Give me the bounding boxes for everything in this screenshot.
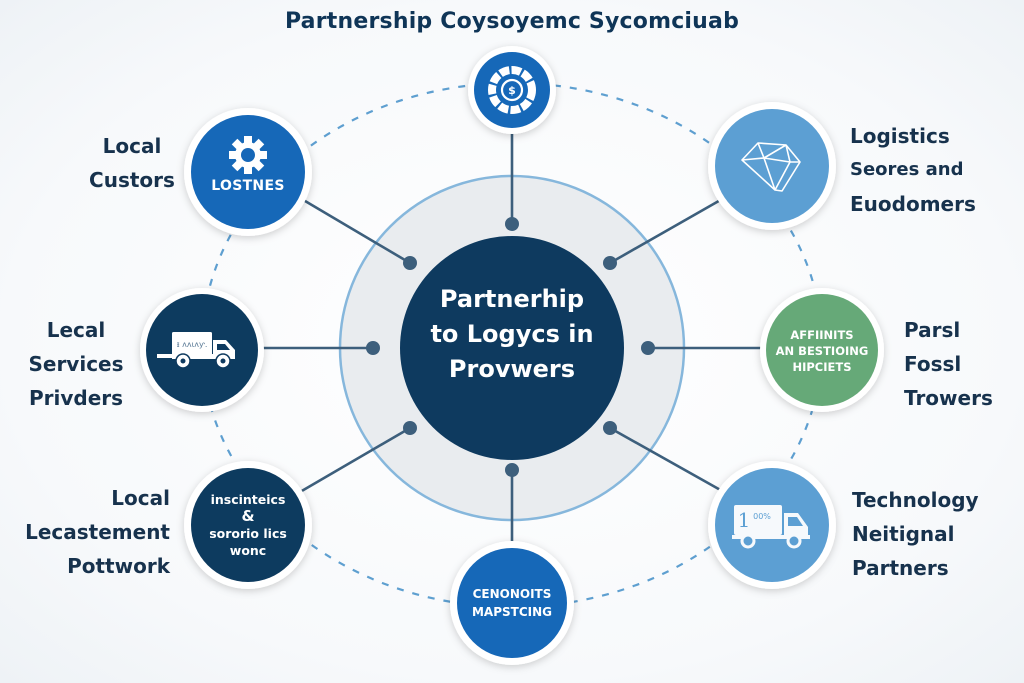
connector-bottom-right: [609, 426, 725, 494]
label-line: Services: [28, 352, 124, 376]
label-line: Trowers: [904, 386, 993, 410]
label-line: Technology: [852, 488, 979, 512]
label-line: Custors: [89, 168, 175, 192]
node-top-right[interactable]: [708, 102, 836, 230]
gear-icon: [229, 136, 267, 174]
connector-dot-left: [366, 341, 380, 355]
polyhedron-icon: [741, 142, 801, 192]
svg-text:$: $: [508, 84, 516, 97]
node-top-left-inner-text: LOSTNES: [198, 178, 298, 194]
hub-label-line: Provwers: [448, 355, 576, 383]
inner-text-line: LOSTNES: [211, 178, 285, 194]
connector-dot-right: [641, 341, 655, 355]
label-line: Logistics: [850, 124, 950, 148]
connector-lines: [260, 126, 762, 560]
label-bottom-left: Local Lecastement Pottwork: [0, 481, 170, 583]
inner-text-line: CENONOITS: [472, 587, 552, 601]
label-line: Local: [111, 486, 170, 510]
inner-text-line: HIPCIETS: [792, 360, 852, 374]
label-left: Lecal Services Privders: [22, 313, 130, 415]
connector-dot-top: [505, 217, 519, 231]
hub-label: Partnerhip to Logycs in Provwers: [400, 282, 624, 387]
label-line: Seores and: [850, 159, 964, 180]
inner-text-line: wonc: [229, 543, 267, 558]
page-title: Partnership Coysoyemc Sycomciuab: [284, 9, 740, 34]
label-line: Lecastement: [25, 520, 170, 544]
label-line: Pottwork: [67, 554, 170, 578]
inner-text-line: AN BESTIOING: [775, 344, 869, 358]
label-line: Euodomers: [850, 192, 976, 216]
label-line: Local: [102, 134, 162, 158]
node-bottom-left-inner-text: inscinteics & sororio lics wonc: [196, 491, 300, 559]
hub-label-line: Partnerhip: [439, 285, 585, 313]
inner-text-line: AFFIINITS: [790, 328, 854, 342]
inner-text-line: MAPSTCING: [471, 605, 552, 619]
truck-big-number: 1: [738, 508, 751, 532]
dollar-chip-icon: $: [488, 66, 536, 114]
inner-text-line: inscinteics: [210, 492, 286, 507]
connector-dot-top-right: [603, 256, 617, 270]
label-top-left: Local Custors: [80, 129, 184, 197]
node-bottom[interactable]: [450, 541, 574, 665]
label-line: Fossl: [904, 352, 962, 376]
label-line: Neitignal: [852, 522, 955, 546]
delivery-truck-icon: ᵻ ʌʌɩʌƴ.: [157, 332, 235, 369]
connector-bottom-left: [299, 426, 411, 494]
label-bottom-right: Technology Neitignal Partners: [852, 483, 979, 585]
connector-dot-bottom-left: [403, 421, 417, 435]
label-line: Privders: [28, 386, 124, 410]
hub-label-line: to Logycs in: [430, 320, 594, 348]
label-line: Partners: [852, 556, 949, 580]
connector-top-left: [299, 196, 411, 265]
inner-text-line: sororio lics: [209, 526, 287, 541]
connector-top-right: [609, 196, 725, 265]
truck-percent-text: 00%: [753, 512, 771, 521]
delivery-truck-icon: 1 00%: [732, 505, 810, 549]
connector-dot-bottom: [505, 463, 519, 477]
node-right[interactable]: [760, 288, 884, 412]
label-line: Parsl: [904, 318, 961, 342]
connector-dot-top-left: [403, 256, 417, 270]
inner-text-line: &: [241, 507, 255, 525]
label-top-right: Logistics Seores and Euodomers: [850, 119, 976, 221]
node-bottom-inner-text: CENONOITS MAPSTCING: [462, 585, 562, 621]
truck-side-text: ᵻ ʌʌɩʌƴ.: [177, 340, 208, 349]
label-right: Parsl Fossl Trowers: [904, 313, 993, 415]
node-bottom-left[interactable]: [184, 461, 312, 589]
connector-dot-bottom-right: [603, 421, 617, 435]
label-line: Lecal: [46, 318, 106, 342]
node-right-inner-text: AFFIINITS AN BESTIOING HIPCIETS: [768, 327, 876, 375]
hub-core[interactable]: [400, 236, 624, 460]
